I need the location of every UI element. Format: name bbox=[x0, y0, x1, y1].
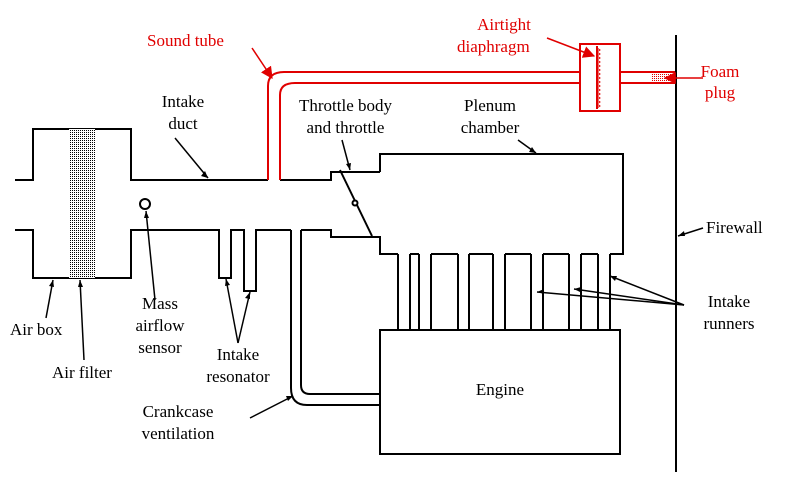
engine-block bbox=[379, 329, 621, 455]
label-maf-2: airflow bbox=[135, 316, 185, 335]
label-diaphragm: diaphragm bbox=[457, 37, 530, 56]
label-air-box: Air box bbox=[10, 320, 63, 339]
label-engine: Engine bbox=[475, 380, 525, 399]
label-maf-3: sensor bbox=[138, 338, 182, 357]
label-runners-1: Intake bbox=[707, 292, 751, 311]
label-crankcase-2: ventilation bbox=[141, 424, 215, 443]
plenum-chamber bbox=[379, 153, 624, 255]
maf-sensor-circle bbox=[139, 198, 151, 210]
label-sound-tube: Sound tube bbox=[147, 31, 224, 50]
label-resonator-1: Intake bbox=[216, 345, 260, 364]
air-box-shape bbox=[15, 128, 268, 181]
label-crankcase-1: Crankcase bbox=[142, 402, 214, 421]
runner-1 bbox=[397, 254, 411, 330]
label-foam: Foam bbox=[700, 62, 740, 81]
label-firewall: Firewall bbox=[706, 218, 763, 237]
label-air-filter: Air filter bbox=[52, 363, 112, 382]
label-intake-duct-1: Intake bbox=[161, 92, 205, 111]
crankcase-tube bbox=[290, 230, 380, 406]
label-plenum-1: Plenum bbox=[464, 96, 516, 115]
label-plug: plug bbox=[704, 83, 736, 102]
label-airtight: Airtight bbox=[477, 15, 531, 34]
label-throttle-2: and throttle bbox=[306, 118, 385, 137]
label-throttle-1: Throttle body bbox=[298, 96, 392, 115]
label-runners-2: runners bbox=[703, 314, 755, 333]
label-maf-1: Mass bbox=[142, 294, 178, 313]
foam-plug bbox=[651, 73, 675, 82]
label-resonator-2: resonator bbox=[206, 367, 270, 386]
label-intake-duct-2: duct bbox=[168, 114, 198, 133]
label-plenum-2: chamber bbox=[460, 118, 520, 137]
diaphragm-housing bbox=[579, 43, 621, 112]
air-filter-element bbox=[69, 129, 95, 278]
